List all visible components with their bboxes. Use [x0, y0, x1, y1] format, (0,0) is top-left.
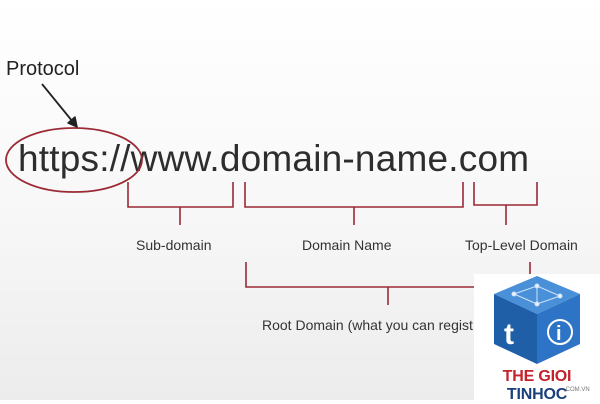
cube-letter-t: t [504, 318, 514, 351]
root-domain-label: Root Domain (what you can regist [262, 317, 473, 333]
cube-icon: t i [494, 276, 580, 364]
sub-domain-label: Sub-domain [136, 237, 212, 253]
domain-name-bracket [244, 182, 464, 225]
top-level-domain-label: Top-Level Domain [465, 237, 578, 253]
watermark-logo: t i THE GIOI TINHOC .COM.VN [474, 274, 600, 403]
protocol-arrow-head [67, 116, 78, 128]
protocol-circle [5, 127, 143, 193]
logo-word-2: TINHOC [506, 386, 568, 403]
protocol-label: Protocol [6, 58, 80, 80]
cube-letter-i: i [556, 323, 562, 345]
logo-word-1: THE GIOI [502, 368, 572, 385]
sub-domain-bracket [127, 182, 234, 225]
logo-domain-suffix: .COM.VN [564, 387, 590, 393]
domain-name-label: Domain Name [302, 237, 392, 253]
url-text: https://www.domain-name.com [18, 138, 530, 179]
logo-wordmark: THE GIOI TINHOC [474, 368, 600, 404]
tld-bracket [473, 182, 538, 225]
